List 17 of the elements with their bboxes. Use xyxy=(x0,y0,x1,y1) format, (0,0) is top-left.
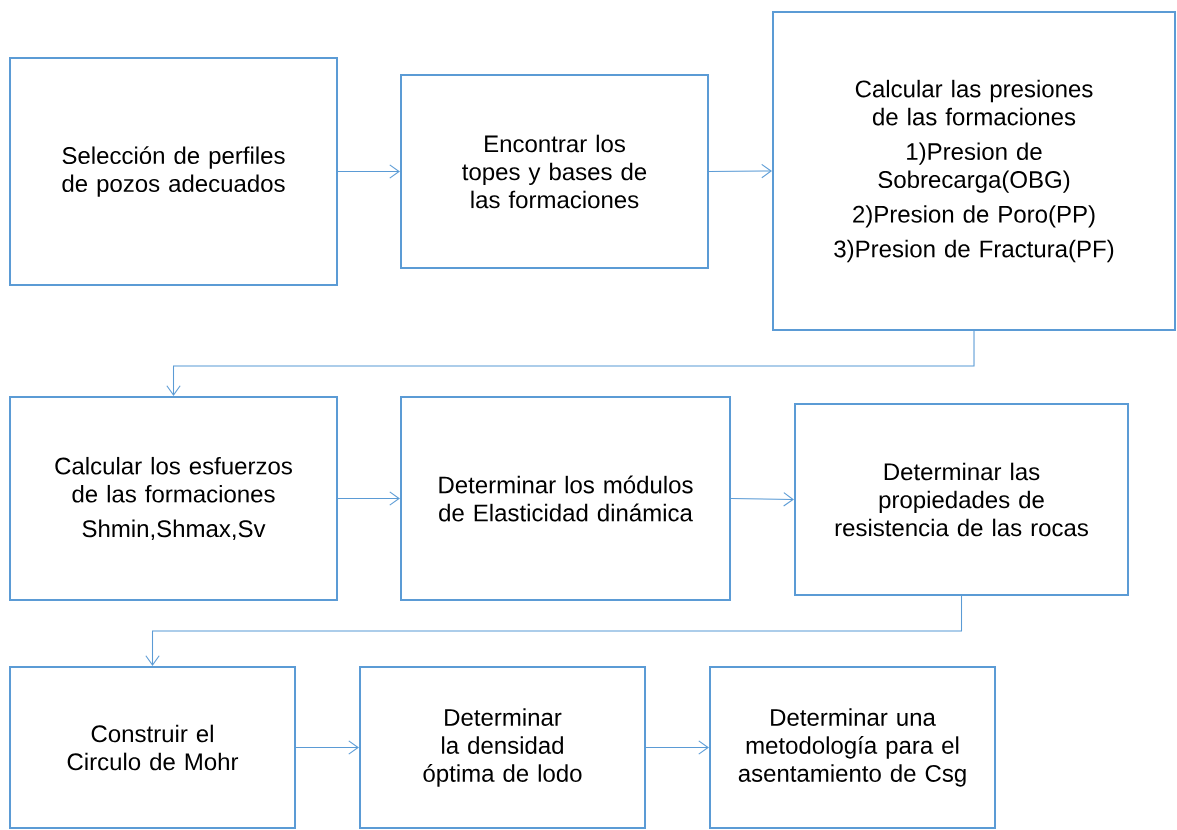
process-box: Determinar los módulos de Elasticidad dinámica xyxy=(400,396,731,601)
arrow xyxy=(337,491,400,506)
process-box: Encontrar los topes y bases de las formaciones xyxy=(400,74,709,269)
arrow xyxy=(337,164,400,179)
arrow xyxy=(166,330,975,396)
process-box: Calcular las presiones de las formaciones 1)Presion de Sobrecarga(OBG) 2)Presion de Poro(PP) 3)Presion de Fractura(PF) xyxy=(772,11,1176,331)
process-box: Calcular los esfuerzos de las formaciones Shmin,Shmax,Sv xyxy=(9,396,338,601)
process-box: Determinar las propiedades de resistencia de las rocas xyxy=(794,403,1129,596)
arrow xyxy=(295,740,359,755)
process-box: Construir el Circulo de Mohr xyxy=(9,666,296,829)
arrow xyxy=(145,595,963,666)
process-box: Determinar una metodología para el asentamiento de Csg xyxy=(709,666,996,829)
process-box: Determinar la densidad óptima de lodo xyxy=(359,666,646,829)
process-box: Selección de perfiles de pozos adecuados xyxy=(9,57,338,286)
arrow xyxy=(645,740,709,755)
arrow xyxy=(730,492,794,507)
arrow xyxy=(708,163,772,179)
